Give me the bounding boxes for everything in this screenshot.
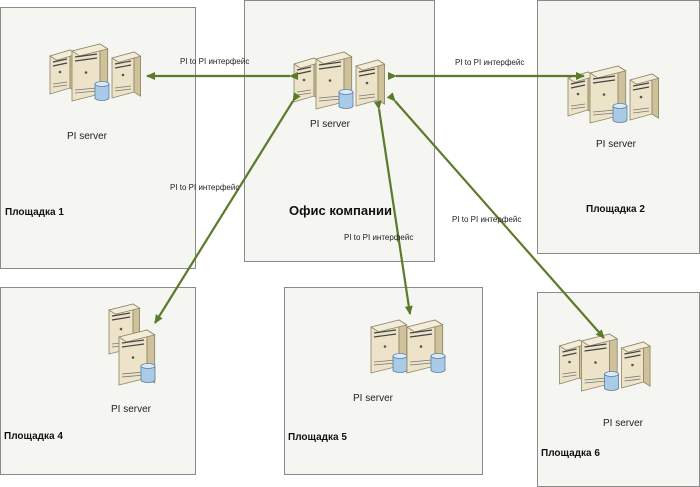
server-tower-icon bbox=[629, 73, 660, 121]
database-icon bbox=[612, 103, 628, 123]
link-center-site-4 bbox=[154, 92, 301, 324]
link-center-site-6 bbox=[386, 92, 605, 339]
link-label-site-4: PI to PI интерфейс bbox=[170, 183, 240, 192]
server-tower-icon bbox=[620, 341, 652, 389]
database-icon bbox=[604, 371, 619, 391]
database-icon bbox=[338, 89, 354, 109]
site-title-site-1: Площадка 1 bbox=[5, 207, 64, 218]
server-label-center: PI server bbox=[310, 119, 351, 130]
database-icon bbox=[392, 353, 408, 373]
link-label-site-5: PI to PI интерфейс bbox=[344, 233, 414, 242]
server-group-icon-site-6 bbox=[558, 333, 652, 392]
link-label-site-2: PI to PI интерфейс bbox=[455, 58, 525, 67]
server-label-site-1: PI server bbox=[67, 131, 108, 142]
server-group-icon-center bbox=[293, 51, 386, 110]
server-group-icon-site-1 bbox=[49, 43, 142, 102]
database-icon bbox=[430, 353, 446, 373]
site-title-center: Офис компании bbox=[289, 203, 392, 218]
link-label-site-6: PI to PI интерфейс bbox=[452, 215, 522, 224]
site-title-site-4: Площадка 4 bbox=[4, 431, 63, 442]
server-label-site-6: PI server bbox=[603, 418, 644, 429]
server-label-site-4: PI server bbox=[111, 404, 152, 415]
site-title-site-6: Площадка 6 bbox=[541, 448, 600, 459]
site-title-site-2: Площадка 2 bbox=[586, 204, 645, 215]
link-label-site-1: PI to PI интерфейс bbox=[180, 57, 250, 66]
server-label-site-5: PI server bbox=[353, 393, 394, 404]
server-tower-icon bbox=[111, 51, 142, 99]
database-icon bbox=[94, 81, 110, 101]
server-tower-icon bbox=[355, 59, 386, 107]
server-group-icon-site-4 bbox=[107, 303, 156, 386]
server-label-site-2: PI server bbox=[596, 139, 637, 150]
database-icon bbox=[140, 363, 156, 383]
site-title-site-5: Площадка 5 bbox=[288, 432, 347, 443]
